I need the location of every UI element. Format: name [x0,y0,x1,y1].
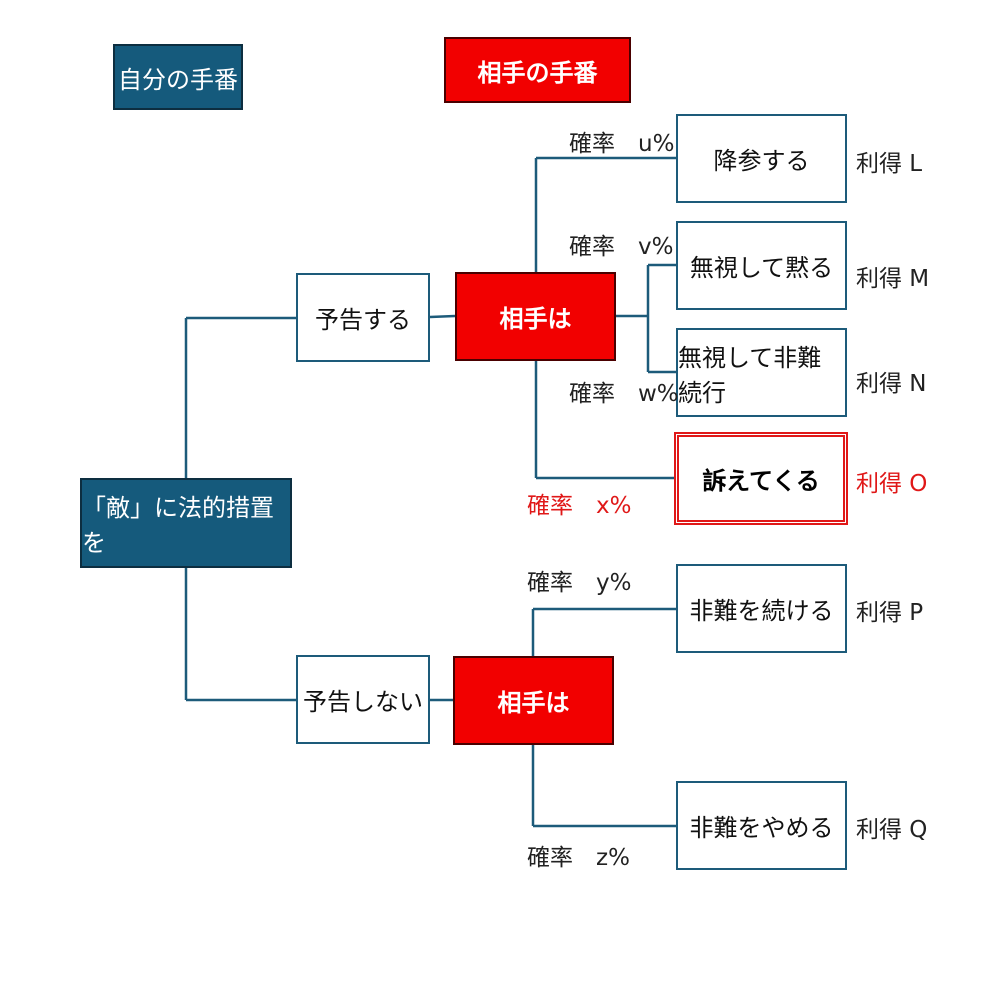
outcome-stop-criticism: 非難をやめる [676,781,847,870]
root-node: 「敵」に法的措置を [80,478,292,568]
prob-y: 確率 y% [527,570,632,596]
prob-x: 確率 x% [527,493,632,519]
choice-no-warn-label: 予告しない [303,688,423,716]
payoff-q: 利得 Q [856,817,928,843]
choice-warn: 予告する [296,273,430,362]
payoff-n: 利得 N [856,371,927,397]
prob-u: 確率 u% [569,131,675,157]
opponent-node-no-warn-label: 相手は [497,689,570,717]
prob-z: 確率 z% [527,845,630,871]
outcome-continue-criticism-label: 非難を続ける [689,597,834,625]
payoff-l: 利得 L [856,151,923,177]
outcome-continue-criticism: 非難を続ける [676,564,847,653]
outcome-surrender: 降参する [676,114,847,203]
outcome-ignore-silent: 無視して黙る [676,221,847,310]
payoff-o: 利得 O [856,471,928,497]
outcome-sue-label: 訴えてくる [702,467,820,495]
legend-self-turn: 自分の手番 [113,44,243,110]
outcome-stop-criticism-label: 非難をやめる [689,814,834,842]
legend-opponent-turn-label: 相手の手番 [477,58,598,87]
legend-self-turn-label: 自分の手番 [118,65,238,94]
opponent-node-warn: 相手は [455,272,616,361]
payoff-m: 利得 M [856,266,930,292]
prob-w: 確率 w% [569,381,679,407]
opponent-node-no-warn: 相手は [453,656,614,745]
choice-no-warn: 予告しない [296,655,430,744]
choice-warn-label: 予告する [315,306,411,334]
outcome-sue: 訴えてくる [674,432,848,525]
opponent-node-warn-label: 相手は [499,305,572,333]
root-node-label: 「敵」に法的措置を [82,494,274,557]
outcome-ignore-continue-label: 無視して非難続行 [678,343,822,407]
legend-opponent-turn: 相手の手番 [444,37,631,103]
prob-v: 確率 v% [569,234,674,260]
outcome-ignore-silent-label: 無視して黙る [689,254,834,282]
outcome-ignore-continue: 無視して非難続行 [676,328,847,417]
payoff-p: 利得 P [856,600,924,626]
outcome-surrender-label: 降参する [713,147,810,175]
